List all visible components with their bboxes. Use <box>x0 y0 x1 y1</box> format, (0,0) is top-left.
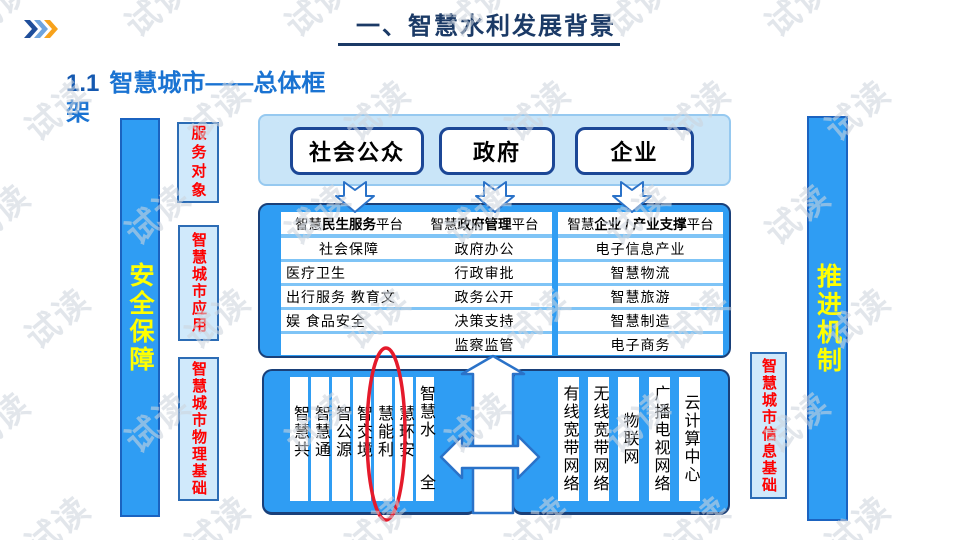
information-infra-strip: 有线宽带网络 <box>558 377 579 501</box>
section-title-text: 智慧城市——总体框架 <box>66 70 326 127</box>
physical-infra-strip-water: 智慧水全 <box>416 377 434 501</box>
platform-header: 智慧企业 / 产业支撑平台 <box>558 212 723 234</box>
platform-header-pre: 智慧 <box>430 217 458 232</box>
city-physical-foundation-label-box: 智慧城市物理基础 <box>178 357 219 501</box>
security-assurance-label: 安全保障 <box>126 261 154 374</box>
platform-column-livelihood: 智慧民生服务平台社会保障医疗卫生出行服务 教育文娱 食品安全 <box>281 212 417 355</box>
physical-infra-strip: 智慧共 <box>290 377 308 501</box>
section-number: 1.1 <box>66 70 100 97</box>
city-application-label: 智慧城市应用 <box>190 232 207 334</box>
platform-cell: 智慧旅游 <box>558 286 723 307</box>
platform-cell: 社会保障 <box>281 238 417 259</box>
page-title: 一、智慧水利发展背景 <box>338 13 620 46</box>
platform-cell: 出行服务 教育文 <box>281 286 417 307</box>
watermark-text: 试读 <box>18 489 99 540</box>
physical-infra-strip: 慧环安 <box>395 377 413 501</box>
audience-government-box: 政府 <box>439 127 555 175</box>
service-target-label-box: 服务对象 <box>177 122 219 203</box>
platform-header: 智慧政府管理平台 <box>417 212 552 234</box>
strip-text-top: 智慧水 <box>417 385 434 439</box>
platform-cell <box>281 334 417 355</box>
watermark-text: 试读 <box>0 177 39 253</box>
platform-header-pre: 智慧 <box>567 217 595 232</box>
smart-city-platforms-panel: 智慧民生服务平台社会保障医疗卫生出行服务 教育文娱 食品安全 智慧政府管理平台政… <box>258 203 731 358</box>
platform-header-post: 平台 <box>376 217 403 232</box>
information-infra-strip: 云计算中心 <box>679 377 700 501</box>
platform-cell: 行政审批 <box>417 262 552 283</box>
platform-cell: 电子信息产业 <box>558 238 723 259</box>
city-information-foundation-label-box: 智慧城市信息基础 <box>750 352 787 499</box>
platform-cell: 政务公开 <box>417 286 552 307</box>
page-title-text: 一、智慧水利发展背景 <box>356 13 616 40</box>
platform-column-enterprise: 智慧企业 / 产业支撑平台电子信息产业智慧物流智慧旅游智慧制造电子商务 <box>558 212 723 355</box>
platform-column-government: 智慧政府管理平台政府办公行政审批政务公开决策支持监察监管 <box>417 212 552 355</box>
promotion-mechanism-label: 推进机制 <box>813 262 842 375</box>
audience-public-box: 社会公众 <box>290 127 424 175</box>
platform-cell: 医疗卫生 <box>281 262 417 283</box>
information-infra-strip: 物联网 <box>618 377 639 501</box>
watermark-text: 试读 <box>758 0 839 45</box>
city-information-infrastructure-panel: 有线宽带网络无线宽带网络物联网广播电视网络云计算中心 <box>512 369 730 515</box>
physical-infra-strip: 慧能利 <box>374 377 392 501</box>
platform-cell: 监察监管 <box>417 334 552 355</box>
city-application-label-box: 智慧城市应用 <box>178 225 219 341</box>
platform-header-bold: 企业 / 产业支撑 <box>594 217 687 232</box>
platform-cell: 智慧物流 <box>558 262 723 283</box>
platform-header-post: 平台 <box>686 217 714 232</box>
audience-enterprise-box: 企业 <box>575 127 694 175</box>
platform-cell: 电子商务 <box>558 334 723 355</box>
city-physical-foundation-label: 智慧城市物理基础 <box>190 361 207 497</box>
strip-text-bottom: 全 <box>417 474 434 492</box>
platform-header-pre: 智慧 <box>295 217 322 232</box>
watermark-text: 试读 <box>18 281 99 357</box>
platform-header-bold: 政府管理 <box>457 217 512 232</box>
platform-cell: 决策支持 <box>417 310 552 331</box>
physical-infra-strip: 智交境 <box>353 377 371 501</box>
promotion-mechanism-bar: 推进机制 <box>807 116 848 521</box>
watermark-text: 试读 <box>0 385 39 461</box>
watermark-text: 试读 <box>118 0 199 45</box>
service-target-label: 服务对象 <box>189 124 207 201</box>
triple-chevron-icon <box>24 20 58 38</box>
service-target-panel: 社会公众 政府 企业 <box>258 114 731 186</box>
platform-header-bold: 民生服务 <box>322 217 376 232</box>
information-infra-strip: 广播电视网络 <box>649 377 670 501</box>
platform-cell: 政府办公 <box>417 238 552 259</box>
information-infra-strip: 无线宽带网络 <box>588 377 609 501</box>
platform-cell: 智慧制造 <box>558 310 723 331</box>
physical-infra-strip: 智公源 <box>332 377 350 501</box>
security-assurance-bar: 安全保障 <box>120 118 160 517</box>
city-physical-infrastructure-panel: 智慧共智慧通智公源智交境慧能利慧环安智慧水全 <box>262 369 477 515</box>
platform-cell: 娱 食品安全 <box>281 310 417 331</box>
city-information-foundation-label: 智慧城市信息基础 <box>760 357 777 494</box>
platform-header-post: 平台 <box>511 217 539 232</box>
physical-infra-strip: 智慧通 <box>311 377 329 501</box>
platform-header: 智慧民生服务平台 <box>281 212 417 234</box>
